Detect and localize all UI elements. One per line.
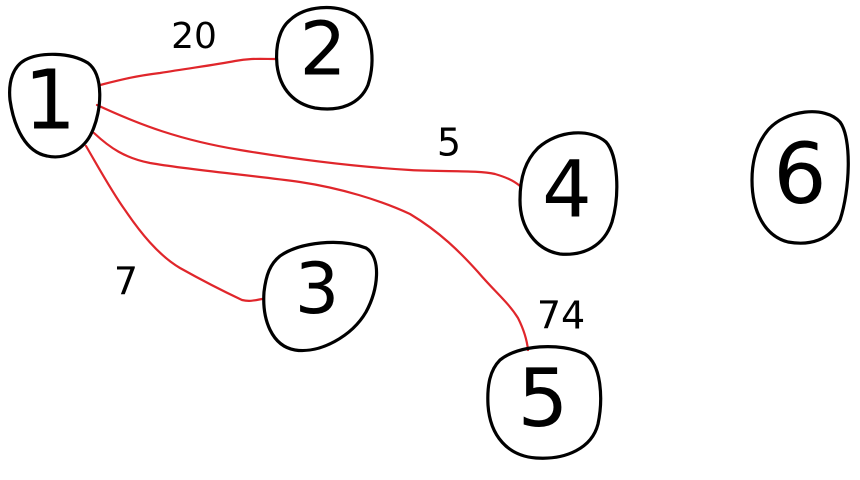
node-1-outline [8, 52, 102, 159]
edge-1-5-weight: 74 [537, 294, 585, 338]
node-4-outline [518, 131, 619, 256]
edge-1-4 [95, 103, 522, 188]
node-6-outline [750, 110, 850, 245]
node-5-label: 5 [518, 352, 569, 445]
node-2-outline [274, 5, 374, 111]
node-3-label: 3 [295, 248, 340, 330]
edge-1-5 [92, 131, 530, 352]
node-3-outline [262, 240, 379, 353]
node-2-label: 2 [299, 7, 346, 93]
edge-1-2 [98, 57, 278, 87]
edge-1-4-weight: 5 [437, 121, 461, 165]
edge-1-3-weight: 7 [114, 260, 138, 304]
node-1-label: 1 [24, 53, 76, 148]
edge-1-3 [84, 144, 264, 302]
edge-1-2-weight: 20 [171, 16, 217, 57]
node-6-label: 6 [773, 125, 826, 223]
node-5-outline [486, 345, 603, 460]
node-4-label: 4 [542, 145, 592, 235]
